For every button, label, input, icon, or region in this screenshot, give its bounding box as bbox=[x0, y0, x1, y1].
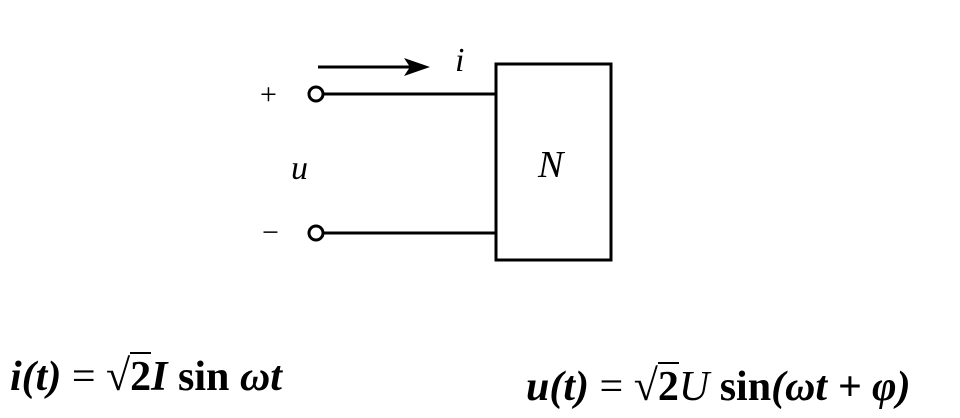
voltage-eq-amplitude: U bbox=[678, 364, 710, 410]
plus-sign: + bbox=[260, 78, 277, 111]
current-eq-coeff: 2 bbox=[130, 352, 152, 400]
voltage-equation: u(t) = √2U sin(ωt + φ) bbox=[526, 362, 911, 408]
voltage-eq-arg: (ωt + φ) bbox=[771, 364, 911, 410]
voltage-label: u bbox=[291, 150, 308, 187]
voltage-eq-sqrt: √2 bbox=[633, 361, 679, 410]
current-eq-amplitude: I bbox=[151, 354, 168, 400]
current-eq-equals: = bbox=[71, 354, 96, 400]
voltage-eq-coeff: 2 bbox=[657, 362, 679, 410]
network-box bbox=[494, 62, 613, 262]
minus-sign: − bbox=[262, 216, 279, 249]
current-eq-sqrt: √2 bbox=[106, 351, 152, 400]
top-terminal bbox=[307, 85, 325, 103]
voltage-eq-lhs: u(t) bbox=[526, 364, 589, 410]
current-eq-func: sin bbox=[178, 354, 230, 400]
current-equation: i(t) = √2I sin ωt bbox=[10, 352, 282, 398]
current-eq-lhs: i(t) bbox=[10, 354, 62, 400]
voltage-eq-equals: = bbox=[599, 364, 624, 410]
current-arrow-head bbox=[404, 58, 430, 76]
network-label: N bbox=[538, 144, 564, 186]
current-eq-arg: ωt bbox=[239, 354, 282, 400]
current-label: i bbox=[455, 42, 465, 79]
voltage-eq-func: sin bbox=[719, 364, 772, 410]
bottom-terminal bbox=[307, 224, 325, 242]
